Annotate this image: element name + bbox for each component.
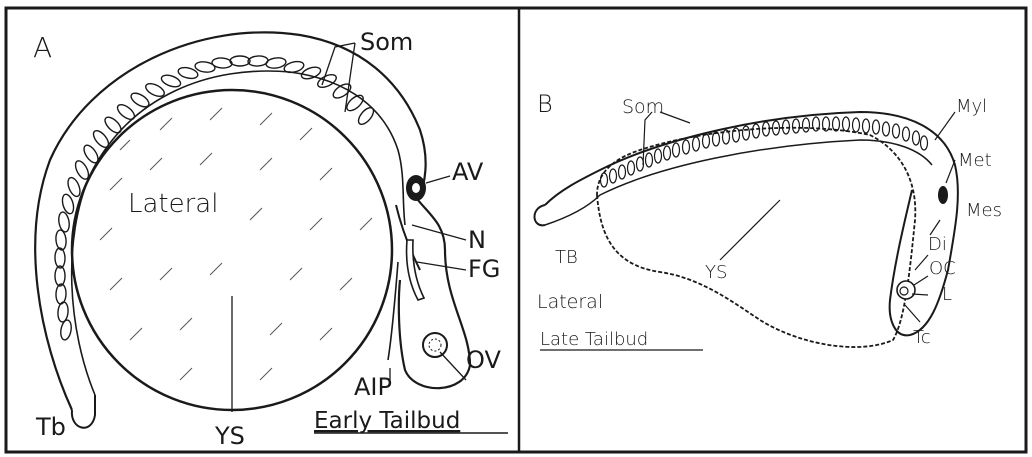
stage-label-b: Late Tailbud: [540, 329, 648, 350]
label-aip-a: AIP: [354, 373, 392, 401]
label-tb-a: Tb: [35, 413, 66, 441]
panel-letter-a: A: [33, 31, 52, 64]
label-view-b: Lateral: [537, 291, 603, 313]
label-met-b: Met: [958, 150, 992, 171]
yolk-sac-b: [597, 128, 915, 347]
panel-letter-b: B: [537, 90, 553, 118]
label-view-a: Lateral: [128, 189, 218, 219]
optic-vesicle-a: [423, 333, 447, 357]
stage-label-a: Early Tailbud: [314, 408, 460, 434]
head-structures-a: [388, 175, 447, 360]
tailbud-b: [534, 205, 545, 225]
label-som-a: Som: [360, 28, 413, 56]
tailbud-a: [72, 395, 95, 428]
label-ys-b: YS: [705, 262, 727, 283]
label-fg-a: FG: [468, 255, 500, 283]
label-di-b: Di: [928, 234, 947, 255]
panel-b: B Som Myl Met Mes Di OC L Tc TB Lateral …: [534, 90, 1001, 350]
panel-a: A Som AV Lateral N FG OV AIP Tb YS Early…: [33, 28, 508, 450]
foregut-a: [407, 240, 424, 300]
label-l-b: L: [942, 284, 952, 305]
metencephalon-spot-b: [938, 186, 948, 204]
label-av-a: AV: [452, 158, 484, 186]
label-tc-b: Tc: [913, 327, 931, 348]
label-myl-b: Myl: [956, 96, 987, 117]
eye-b: [897, 281, 915, 299]
label-ov-a: OV: [466, 346, 501, 374]
label-oc-b: OC: [929, 258, 956, 279]
label-som-b: Som: [622, 96, 664, 118]
label-mes-b: Mes: [966, 200, 1002, 221]
label-tb-b: TB: [555, 247, 578, 268]
label-n-a: N: [468, 226, 486, 254]
label-ys-a: YS: [214, 422, 245, 450]
